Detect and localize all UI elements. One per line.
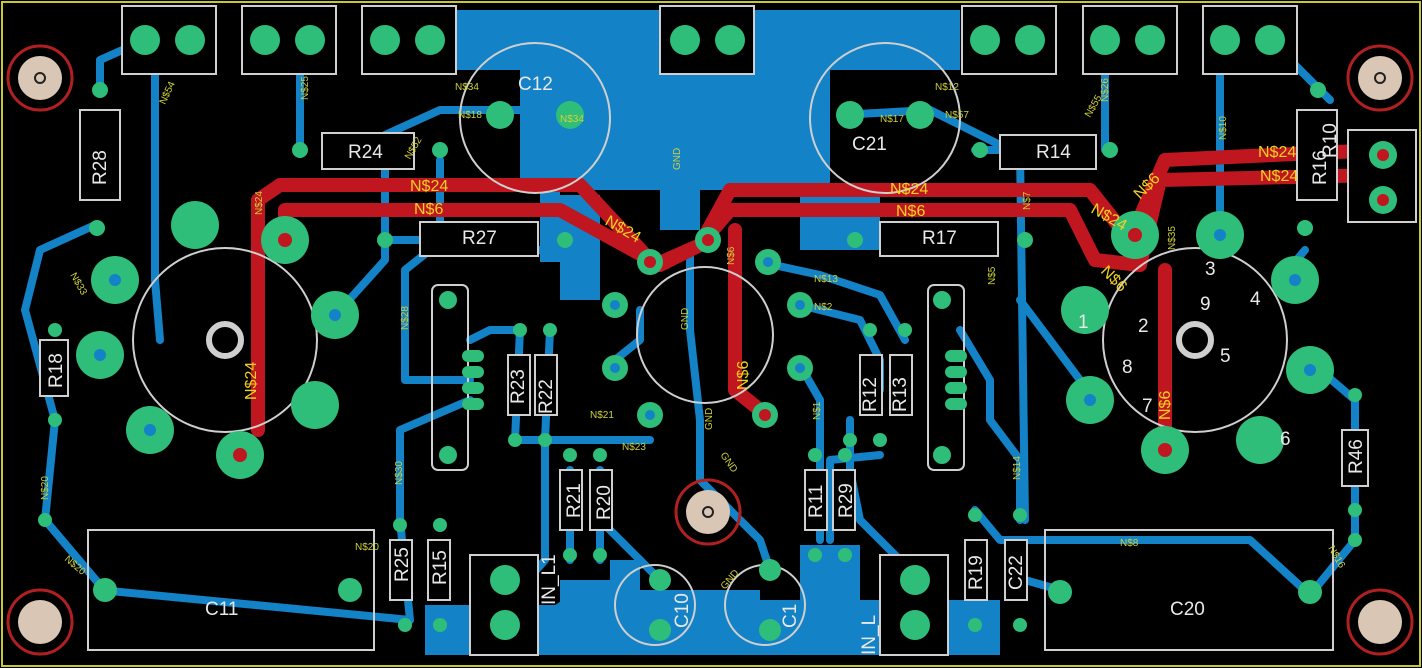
- component-ref-label: R17: [922, 228, 957, 249]
- tube-socket-left: [132, 247, 318, 433]
- connector-label: IN_L: [859, 615, 880, 655]
- connector-label: IN_L1: [539, 554, 560, 605]
- capacitor-outlines: [87, 42, 1334, 651]
- net-label: N$12: [935, 82, 959, 93]
- net-label: N$35: [1167, 226, 1178, 250]
- component-ref-label: R14: [1036, 142, 1071, 163]
- component-ref-label: R29: [836, 483, 857, 518]
- net-label: N$7: [1022, 191, 1033, 210]
- component-ref-label: C22: [1006, 555, 1027, 590]
- top-net-label: N$24: [890, 181, 928, 198]
- net-label: N$30: [394, 461, 405, 485]
- gnd-pour-label: GND: [704, 408, 715, 430]
- resistor-bodies: [39, 109, 1369, 601]
- component-ref-label: C12: [518, 74, 553, 95]
- net-label: N$2: [814, 302, 833, 313]
- top-net-label: N$6: [1157, 391, 1174, 420]
- vias: [94, 149, 1389, 462]
- net-label: N$10: [1218, 116, 1229, 140]
- component-ref-label: R12: [860, 377, 881, 412]
- net-label: N$57: [945, 110, 969, 121]
- net-label: N$20: [62, 554, 88, 578]
- net-label: N$34: [455, 82, 479, 93]
- net-label: N$24: [254, 191, 265, 215]
- net-label: N$26: [1100, 78, 1111, 102]
- net-label: N$17: [880, 114, 904, 125]
- net-label: N$6: [726, 246, 737, 265]
- net-label: N$25: [300, 76, 311, 100]
- component-ref-label: R27: [462, 228, 497, 249]
- top-net-label: N$24: [243, 362, 260, 400]
- net-label: N$20: [40, 476, 51, 500]
- pin-numbers: 1 2 3 4 5 6 78 9: [1078, 259, 1291, 450]
- component-ref-label: R18: [46, 353, 67, 388]
- net-label: N$20: [355, 542, 379, 553]
- component-ref-label: R23: [508, 369, 529, 404]
- component-ref-label: R21: [564, 483, 585, 518]
- component-ref-label: C10: [672, 593, 693, 628]
- net-label: N$21: [590, 410, 614, 421]
- net-label: N$14: [1012, 456, 1023, 480]
- top-net-label: N$24: [1258, 144, 1296, 161]
- component-ref-label: R22: [536, 379, 557, 414]
- net-label: N$5: [987, 266, 998, 285]
- net-label: N$13: [814, 274, 838, 285]
- mounting-holes: [6, 44, 1414, 656]
- component-ref-label: C11: [205, 599, 238, 620]
- pin-number: 2: [1138, 316, 1149, 337]
- component-ref-label: C20: [1170, 599, 1205, 620]
- top-net-label: N$24: [410, 178, 448, 195]
- gnd-pour-label: GND: [672, 148, 683, 170]
- component-ref-label: R46: [1346, 439, 1367, 474]
- center-socket: [636, 266, 774, 404]
- pin-number: 7: [1142, 396, 1153, 417]
- net-label: N$28: [400, 306, 411, 330]
- top-net-label: N$6: [896, 203, 925, 220]
- pin-number: 9: [1200, 294, 1211, 315]
- component-ref-label: R16: [1310, 150, 1331, 185]
- net-label: N$18: [458, 110, 482, 121]
- pin-number: 1: [1078, 312, 1089, 333]
- tube-socket-right: [1102, 247, 1288, 433]
- pin-number: 4: [1250, 289, 1261, 310]
- net-label: N$33: [67, 271, 89, 298]
- top-net-label: N$24: [1260, 168, 1298, 185]
- gnd-pour-label: GND: [718, 450, 740, 475]
- top-net-label: N$6: [414, 201, 443, 218]
- top-net-label: N$6: [735, 361, 752, 390]
- net-label: N$23: [622, 442, 646, 453]
- component-ref-label: R15: [430, 550, 451, 585]
- pin-number: 5: [1220, 346, 1231, 367]
- net-label: N$1: [812, 401, 823, 420]
- component-ref-label: C21: [852, 134, 887, 155]
- gnd-pour-label: GND: [719, 568, 742, 592]
- pin-number: 8: [1122, 357, 1133, 378]
- net-label: N$34: [560, 114, 584, 125]
- pin-number: 3: [1205, 259, 1216, 280]
- component-ref-label: R13: [890, 377, 911, 412]
- component-ref-label: R11: [806, 485, 827, 518]
- pin-number: 6: [1280, 429, 1291, 450]
- gnd-pour-label: GND: [680, 308, 691, 330]
- component-ref-label: R19: [966, 555, 987, 590]
- component-ref-label: R25: [392, 547, 413, 582]
- net-label: N$54: [158, 80, 178, 107]
- net-label: N$8: [1120, 538, 1139, 549]
- component-ref-label: R24: [348, 142, 383, 163]
- component-ref-label: C1: [780, 604, 801, 628]
- component-ref-label: R20: [594, 485, 615, 520]
- component-ref-label: R28: [90, 150, 111, 185]
- component-ref-label: R10: [1320, 123, 1341, 158]
